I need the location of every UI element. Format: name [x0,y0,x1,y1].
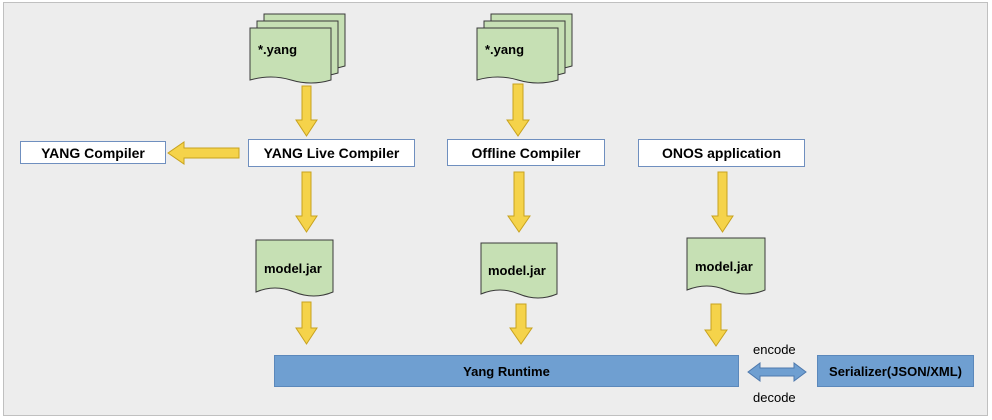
yang-file-label-1: *.yang [258,42,298,57]
arrow-live-compiler-to-jar [295,171,318,233]
encode-label: encode [753,342,796,357]
arrow-onos-app-to-jar [711,171,734,233]
offline-compiler-box: Offline Compiler [447,139,605,166]
yang-file-stack-1 [249,13,346,84]
decode-label: decode [753,390,796,405]
arrow-live-to-yang-compiler [167,141,240,165]
arrow-offline-compiler-to-jar [507,171,531,233]
model-jar-doc-3 [686,237,766,295]
yang-file-stack-2 [476,13,573,84]
yang-live-compiler-box: YANG Live Compiler [248,139,415,167]
onos-application-box: ONOS application [638,139,805,167]
arrow-jar1-to-runtime [295,301,318,345]
serializer-box: Serializer(JSON/XML) [817,355,974,387]
arrow-yang2-to-offline-compiler [506,83,530,137]
arrow-yang1-to-live-compiler [295,85,318,137]
model-jar-doc-2 [480,242,558,299]
model-jar-label-2: model.jar [488,263,546,278]
arrow-jar2-to-runtime [509,303,533,345]
model-jar-doc-1 [255,239,334,297]
model-jar-label-3: model.jar [695,259,753,274]
yang-file-label-2: *.yang [485,42,525,57]
arrow-jar3-to-runtime [704,303,728,347]
yang-compiler-box: YANG Compiler [20,141,166,164]
yang-runtime-bar: Yang Runtime [274,355,739,387]
encode-decode-arrow [747,362,807,382]
model-jar-label-1: model.jar [264,261,322,276]
